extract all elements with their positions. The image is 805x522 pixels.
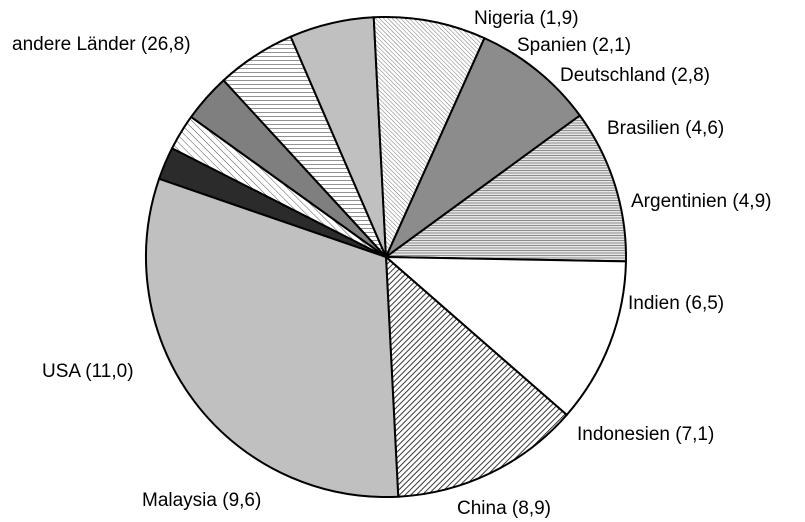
slice-label-andere-laender: andere Länder (26,8): [12, 34, 191, 55]
pie-slices: [145, 15, 627, 499]
slice-label-china: China (8,9): [457, 498, 551, 519]
slice-label-malaysia: Malaysia (9,6): [142, 490, 261, 511]
pie-labels: Nigeria (1,9) Spanien (2,1) Deutschland …: [12, 8, 771, 519]
slice-label-usa: USA (11,0): [42, 361, 134, 382]
pie-slice-usa: [385, 256, 568, 498]
pie-slice-china: [385, 114, 627, 263]
pie-slice-andere-l-nder: [145, 177, 400, 499]
pie-slice-indien: [372, 15, 486, 258]
slice-label-indien: Indien (6,5): [628, 293, 724, 314]
pie-slice-malaysia: [385, 256, 627, 416]
slice-label-indonesien: Indonesien (7,1): [577, 424, 714, 445]
slice-label-argentinien: Argentinien (4,9): [631, 191, 771, 212]
slice-label-deutschland: Deutschland (2,8): [560, 65, 710, 86]
slice-label-spanien: Spanien (2,1): [517, 35, 631, 56]
slice-label-brasilien: Brasilien (4,6): [607, 118, 724, 139]
slice-label-nigeria: Nigeria (1,9): [474, 8, 579, 29]
pie-slice-indonesien: [385, 37, 581, 258]
